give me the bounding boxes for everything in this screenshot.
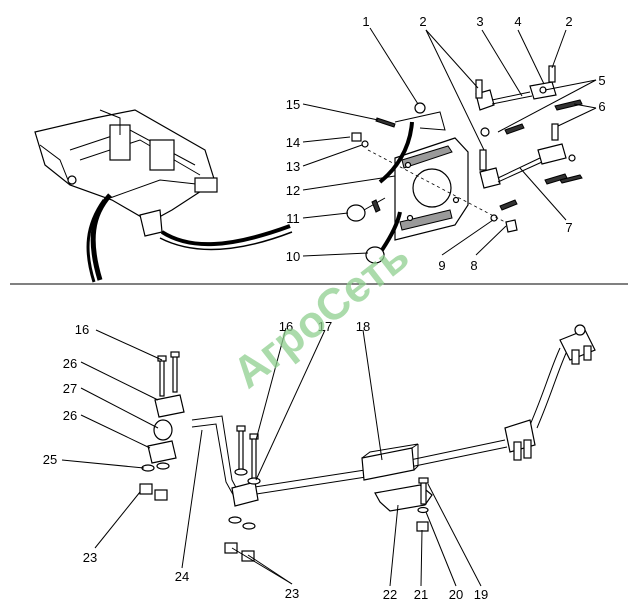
callout-9: 9 <box>438 258 445 273</box>
bracket-22 <box>374 484 433 512</box>
callout-23: 23 <box>285 586 299 601</box>
callout-18: 18 <box>356 319 370 334</box>
callout-16: 16 <box>279 319 293 334</box>
callout-1: 1 <box>362 14 369 29</box>
lever-cable <box>378 121 414 184</box>
callout-24: 24 <box>175 569 189 584</box>
callout-labels: 1 2 3 4 2 5 6 7 8 9 10 11 12 13 14 15 16… <box>43 14 606 602</box>
knob-10 <box>365 211 402 264</box>
small-fasteners-left <box>351 102 426 148</box>
chassis-fragment <box>34 109 218 237</box>
callout-2: 2 <box>419 14 426 29</box>
linkage-right-arm <box>504 324 596 461</box>
callout-2: 2 <box>565 14 572 29</box>
callout-22: 22 <box>383 587 397 602</box>
callout-26: 26 <box>63 356 77 371</box>
callout-14: 14 <box>286 135 300 150</box>
knob-11 <box>346 197 386 222</box>
callout-10: 10 <box>286 249 300 264</box>
callout-25: 25 <box>43 452 57 467</box>
callout-3: 3 <box>476 14 483 29</box>
watermark: АгроСеть <box>224 231 418 398</box>
callout-15: 15 <box>286 97 300 112</box>
bolt-19-set <box>416 477 429 532</box>
callout-27: 27 <box>63 381 77 396</box>
callout-16: 16 <box>75 322 89 337</box>
rod-assembly-lower <box>479 143 583 233</box>
leader-lines <box>61 27 597 587</box>
callout-26: 26 <box>63 408 77 423</box>
callout-8: 8 <box>470 258 477 273</box>
callout-13: 13 <box>286 159 300 174</box>
nuts-23-left <box>139 462 170 501</box>
callout-12: 12 <box>286 183 300 198</box>
callout-23: 23 <box>83 550 97 565</box>
linkage-left-crank <box>191 415 259 507</box>
clamp-lower-26 <box>147 440 177 464</box>
callout-4: 4 <box>514 14 521 29</box>
bushing-27 <box>153 419 173 441</box>
bolts-16-center <box>234 425 261 485</box>
cable-bundle <box>86 193 293 283</box>
callout-11: 11 <box>286 211 300 226</box>
linkage-main-rod <box>247 439 508 496</box>
callout-5: 5 <box>598 73 605 88</box>
callout-19: 19 <box>474 587 488 602</box>
assembly-axis <box>367 149 506 223</box>
control-bracket <box>394 137 469 241</box>
callout-17: 17 <box>318 319 332 334</box>
bolts-16-left <box>157 351 180 397</box>
clamp-upper-26 <box>154 394 185 418</box>
callout-20: 20 <box>449 587 463 602</box>
nuts-23-center <box>224 516 256 562</box>
callout-6: 6 <box>598 99 605 114</box>
callout-7: 7 <box>565 220 572 235</box>
rod-assembly-upper <box>475 65 583 141</box>
callout-21: 21 <box>414 587 428 602</box>
